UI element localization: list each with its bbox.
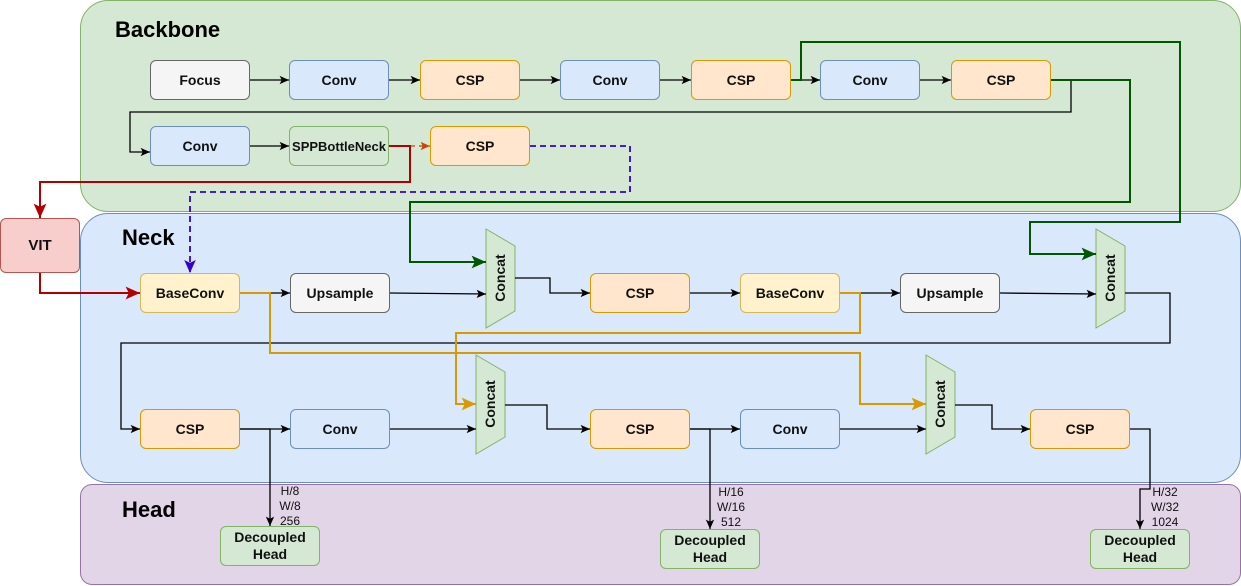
baseconv-node: BaseConv — [740, 273, 840, 313]
conv-node: Conv — [289, 60, 389, 100]
conv-node: Conv — [560, 60, 660, 100]
csp-node: CSP — [590, 273, 690, 313]
edge-csp-head1 — [240, 428, 275, 526]
backbone-section — [80, 0, 1241, 212]
edge-upsample2-concat2 — [999, 289, 1097, 299]
spp-bottleneck-node: SPPBottleNeck — [289, 126, 389, 166]
edge-csp3-head3 — [1130, 428, 1151, 529]
head-output-dims: H/16 W/16 512 — [716, 485, 745, 529]
upsample-node: Upsample — [900, 273, 1000, 313]
concat-shape-4 — [925, 354, 956, 455]
concat-label: Concat — [932, 380, 948, 428]
edge-upsample1-concat1 — [389, 289, 487, 299]
conv-node: Conv — [740, 409, 840, 449]
csp-node: CSP — [140, 409, 240, 449]
upsample-node: Upsample — [290, 273, 390, 313]
csp-node: CSP — [951, 60, 1051, 100]
concat-shape-1 — [485, 228, 516, 329]
head-title: Head — [122, 497, 176, 522]
neck-title: Neck — [122, 225, 175, 250]
edge-csp3-concat1 — [409, 79, 1131, 269]
vit-node: VIT — [0, 218, 80, 273]
edge-concat3-csp2 — [505, 404, 590, 434]
conv-node: Conv — [150, 126, 250, 166]
concat-shape-3 — [475, 354, 506, 455]
concat-label: Concat — [1102, 254, 1118, 302]
csp-node: CSP — [590, 409, 690, 449]
edge-concat1-csp — [515, 277, 590, 298]
edge-concat4-csp3 — [955, 404, 1030, 434]
concat-label: Concat — [482, 380, 498, 428]
edge-baseconv2-concat3 — [455, 292, 861, 411]
conv-node: Conv — [290, 409, 390, 449]
csp-node: CSP — [1030, 409, 1130, 449]
conv-node: Conv — [820, 60, 920, 100]
edge-spp-vit — [33, 145, 411, 218]
edge-csp4-baseconv — [184, 145, 631, 273]
decoupled-head-node: Decoupled Head — [660, 529, 760, 569]
edge-vit-baseconv — [39, 273, 140, 300]
edge-csp2-head2 — [690, 428, 715, 529]
csp-node: CSP — [430, 126, 530, 166]
decoupled-head-node: Decoupled Head — [1090, 529, 1190, 569]
csp-node: CSP — [420, 60, 520, 100]
edge-csp2-concat2 — [791, 41, 1181, 261]
concat-label: Concat — [492, 254, 508, 302]
head-output-dims: H/8 W/8 256 — [279, 484, 301, 528]
decoupled-head-node: Decoupled Head — [220, 526, 320, 566]
baseconv-node: BaseConv — [140, 273, 240, 313]
csp-node: CSP — [691, 60, 791, 100]
edge-concat2-csp — [120, 292, 1171, 434]
edge-baseconv1-concat4 — [240, 292, 926, 411]
focus-node: Focus — [150, 60, 250, 100]
concat-shape-2 — [1095, 228, 1126, 329]
head-output-dims: H/32 W/32 1024 — [1150, 485, 1179, 529]
backbone-title: Backbone — [115, 17, 221, 42]
